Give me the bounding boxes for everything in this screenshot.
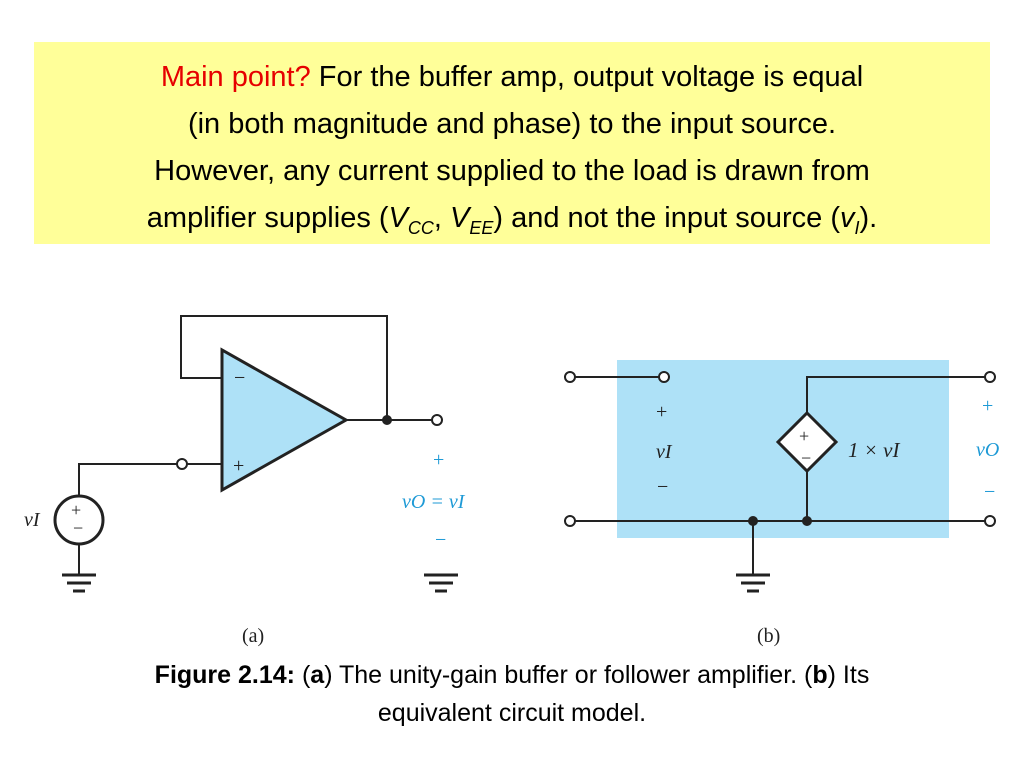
opamp-minus-sign: − <box>234 367 245 389</box>
vi-symbol: vI <box>839 202 860 238</box>
ground-symbol-a-right <box>424 573 458 593</box>
equivalent-circuit-b <box>564 371 996 593</box>
opamp-plus-sign: + <box>233 455 244 477</box>
dependent-source-gain-label: 1 × vI <box>848 438 900 462</box>
callout-line-4-mid: ) and not the input source ( <box>493 202 840 234</box>
circuit-diagrams: − + + − vI + vO = vI − (a) + vI − + − <box>24 315 999 647</box>
source-wire <box>78 463 177 496</box>
callout-line-4: amplifier supplies (VCC, VEE) and not th… <box>52 195 972 242</box>
output-label-vo: vO <box>976 439 999 461</box>
output-minus-sign-b: − <box>984 481 995 503</box>
figure-caption: Figure 2.14: (a) The unity-gain buffer o… <box>40 656 984 732</box>
output-plus-sign: + <box>433 449 444 471</box>
output-plus-sign-b: + <box>982 395 993 417</box>
input-bottom-terminal <box>564 515 576 527</box>
input-label-vi: vI <box>656 441 673 463</box>
main-point-label: Main point? <box>160 61 311 93</box>
output-label-vo-equals-vi: vO = vI <box>402 491 466 513</box>
input-top-terminal-left <box>564 371 576 383</box>
ground-symbol-a-left <box>62 573 96 593</box>
dependent-source-plus: + <box>799 426 809 446</box>
source-plus-sign: + <box>71 500 81 520</box>
input-minus-sign: − <box>657 476 668 498</box>
callout-line-3: However, any current supplied to the loa… <box>154 155 870 187</box>
panel-label-a: (a) <box>242 625 264 647</box>
output-top-terminal <box>984 371 996 383</box>
output-top-wire <box>806 376 985 413</box>
callout-line-1-text: For the buffer amp, output voltage is eq… <box>310 61 864 93</box>
ground-symbol-b <box>736 573 770 593</box>
output-bottom-terminal <box>984 515 996 527</box>
callout-line-4-end: ). <box>859 202 878 234</box>
buffer-circuit-a <box>53 315 458 593</box>
dependent-source-junction-dot <box>802 516 812 526</box>
callout-line-4-pre: amplifier supplies ( <box>146 202 389 234</box>
caption-line-1: Figure 2.14: (a) The unity-gain buffer o… <box>154 661 870 689</box>
plus-input-terminal <box>176 458 188 470</box>
source-minus-sign: − <box>73 518 83 538</box>
vcc-symbol: VCC <box>388 202 434 238</box>
feedback-wire <box>180 315 388 420</box>
figure-number: Figure 2.14: <box>154 661 295 689</box>
output-junction-dot <box>382 415 392 425</box>
panel-label-b: (b) <box>757 625 780 647</box>
input-plus-sign: + <box>656 401 667 423</box>
callout-comma: , <box>433 202 451 234</box>
opamp-triangle <box>220 347 350 493</box>
caption-letter-a: a <box>310 661 325 689</box>
callout-line-2: (in both magnitude and phase) to the inp… <box>187 108 837 140</box>
source-label-vi: vI <box>24 509 41 531</box>
vee-symbol: VEE <box>450 202 494 238</box>
output-minus-sign: − <box>435 529 446 551</box>
main-point-callout: Main point? For the buffer amp, output v… <box>34 42 990 244</box>
caption-line-2: equivalent circuit model. <box>377 699 647 727</box>
callout-line-1: Main point? For the buffer amp, output v… <box>52 54 972 101</box>
caption-letter-b: b <box>812 661 828 689</box>
input-top-terminal-right <box>658 371 670 383</box>
output-terminal <box>431 414 443 426</box>
dependent-source-minus: − <box>801 448 811 468</box>
